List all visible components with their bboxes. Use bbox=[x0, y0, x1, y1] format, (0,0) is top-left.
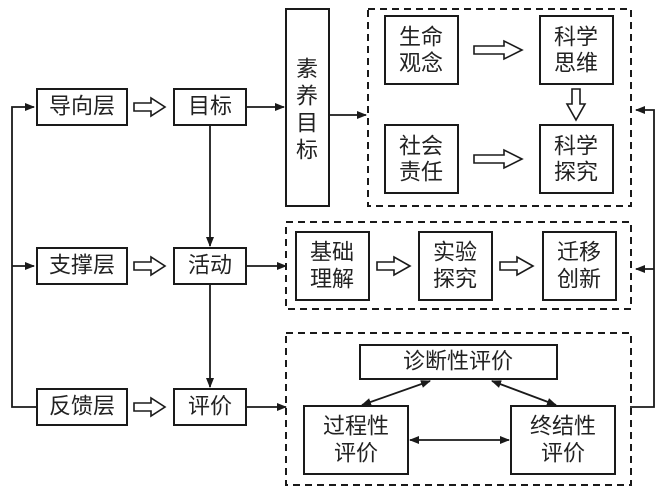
life-concept-line-1: 生命 bbox=[399, 26, 443, 51]
scientific-inquiry-line-2: 探究 bbox=[554, 161, 598, 186]
layer-feedback-label: 反馈层 bbox=[49, 395, 115, 420]
activities-group bbox=[285, 221, 632, 310]
literacy-goal-char-3: 目 bbox=[296, 112, 318, 137]
layer-support: 支撑层 bbox=[36, 247, 128, 285]
box-scientific-inquiry: 科学 探究 bbox=[539, 124, 614, 194]
box-diagnostic-evaluation: 诊断性评价 bbox=[359, 344, 558, 380]
layer-feedback: 反馈层 bbox=[36, 388, 128, 426]
basic-understanding-line-1: 基础 bbox=[310, 241, 354, 266]
transfer-innovation-line-1: 迁移 bbox=[557, 241, 601, 266]
hollow-arrow-life-to-thinking bbox=[473, 39, 524, 61]
box-experimental-inquiry: 实验 探究 bbox=[418, 231, 493, 301]
process-evaluation-line-2: 评价 bbox=[334, 442, 378, 467]
hollow-arrow-support bbox=[133, 255, 167, 277]
experimental-inquiry-line-2: 探究 bbox=[433, 268, 477, 293]
literacy-goal-char-1: 素 bbox=[296, 58, 318, 83]
layer-support-label: 支撑层 bbox=[49, 254, 115, 279]
box-basic-understanding: 基础 理解 bbox=[295, 231, 370, 301]
literacy-group bbox=[367, 8, 632, 207]
evaluations-group bbox=[285, 332, 632, 486]
scientific-inquiry-line-1: 科学 bbox=[554, 135, 598, 160]
box-process-evaluation: 过程性 评价 bbox=[303, 405, 409, 475]
basic-understanding-line-2: 理解 bbox=[310, 268, 354, 293]
node-literacy-goal: 素 养 目 标 bbox=[285, 8, 330, 207]
literacy-goal-char-2: 养 bbox=[296, 85, 318, 110]
social-responsibility-line-2: 责任 bbox=[399, 161, 443, 186]
node-activity: 活动 bbox=[173, 247, 247, 285]
box-life-concept: 生命 观念 bbox=[384, 15, 459, 85]
literacy-goal-char-4: 标 bbox=[296, 139, 318, 164]
scientific-thinking-line-1: 科学 bbox=[554, 26, 598, 51]
box-social-responsibility: 社会 责任 bbox=[384, 124, 459, 194]
box-scientific-thinking: 科学 思维 bbox=[539, 15, 614, 85]
box-summative-evaluation: 终结性 评价 bbox=[510, 405, 616, 475]
experimental-inquiry-line-1: 实验 bbox=[433, 241, 477, 266]
node-evaluation: 评价 bbox=[173, 388, 247, 426]
diagnostic-evaluation-label: 诊断性评价 bbox=[403, 350, 513, 375]
transfer-innovation-line-2: 创新 bbox=[557, 268, 601, 293]
life-concept-line-2: 观念 bbox=[399, 52, 443, 77]
right-loop-connector bbox=[630, 106, 655, 408]
box-transfer-innovation: 迁移 创新 bbox=[542, 231, 617, 301]
hollow-arrow-feedback bbox=[133, 396, 167, 418]
hollow-arrow-social-to-inquiry bbox=[473, 148, 524, 170]
layer-guide-label: 导向层 bbox=[49, 95, 115, 120]
summative-evaluation-line-2: 评价 bbox=[541, 442, 585, 467]
left-loop-connector bbox=[11, 103, 36, 408]
hollow-arrow-experimental-to-transfer bbox=[499, 255, 535, 277]
summative-evaluation-line-1: 终结性 bbox=[530, 415, 596, 440]
layer-guide: 导向层 bbox=[36, 88, 128, 126]
process-evaluation-line-1: 过程性 bbox=[323, 415, 389, 440]
hollow-arrow-basic-to-experimental bbox=[376, 255, 412, 277]
node-goal: 目标 bbox=[173, 88, 247, 126]
node-evaluation-label: 评价 bbox=[188, 395, 232, 420]
arrow-process-diagnostic bbox=[361, 380, 431, 406]
social-responsibility-line-1: 社会 bbox=[399, 135, 443, 160]
node-goal-label: 目标 bbox=[188, 95, 232, 120]
hollow-arrow-guide bbox=[133, 96, 167, 118]
arrow-diagnostic-summative bbox=[491, 380, 557, 406]
hollow-arrow-thinking-to-inquiry bbox=[565, 88, 587, 122]
scientific-thinking-line-2: 思维 bbox=[554, 52, 598, 77]
node-activity-label: 活动 bbox=[188, 254, 232, 279]
